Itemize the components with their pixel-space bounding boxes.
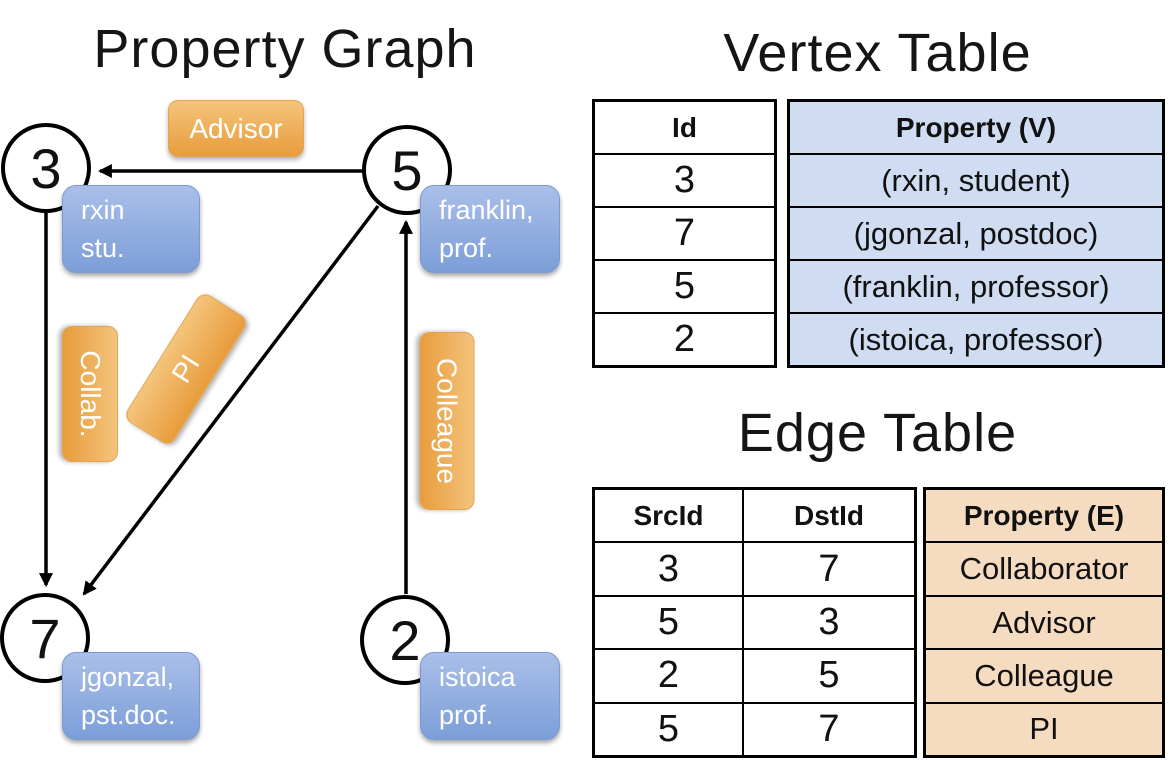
edge-table-cell-srcid: 5 [657,601,680,644]
edge-table-cell-dstid: 3 [742,596,914,649]
edge-arrow-5-to-7 [82,204,380,596]
vertex-table-header-id: Id [672,111,697,143]
edge-table-header-row: SrcId DstId [595,490,914,542]
vertex-table-cell-property: (franklin, professor) [790,259,1162,312]
edge-table-cell-property: Colleague [926,648,1162,701]
vertex-table-cell-id: 7 [595,206,774,259]
vertex-table-property-column: Property (V) (rxin, student) (jgonzal, p… [787,99,1165,368]
vertex-table-cell-property: (rxin, student) [790,153,1162,206]
vertex-property-rxin: rxin stu. [62,185,200,273]
vertex-table-id-column: Id 3 7 5 2 [592,99,777,368]
edge-label-collab: Collab. [62,326,118,462]
vertex-table-cell-id: 3 [595,153,774,206]
edge-table-cell-property: PI [926,701,1162,755]
edge-table-cell-property: Advisor [926,594,1162,648]
vertex-property-line: franklin, [439,195,534,225]
vertex-circle-5: 5 [362,125,452,215]
edge-table-header-dstid: DstId [742,490,914,542]
vertex-table-header-property: Property (V) [895,111,1057,143]
edge-table-row: 5 7 [595,701,914,756]
edge-table-row: 3 7 [595,541,914,595]
vertex-property-line: jgonzal, [81,662,175,692]
edge-table-cell-srcid: 5 [657,707,680,750]
edge-table-cell-property: Collaborator [926,541,1162,594]
vertex-property-istoica: istoica prof. [420,652,560,740]
edge-table-header-srcid: SrcId [633,499,704,531]
edge-table-cell-dstid: 5 [742,650,914,702]
edge-table-cell-srcid: 3 [657,547,680,590]
vertex-property-line: prof. [439,233,494,263]
vertex-table-cell-property: (jgonzal, postdoc) [790,206,1162,259]
vertex-property-line: prof. [439,700,494,730]
property-graph-title: Property Graph [93,19,477,79]
vertex-property-line: stu. [81,233,125,263]
edge-table-header-property: Property (E) [963,499,1125,531]
vertex-property-line: rxin [81,195,125,225]
vertex-table-cell-id: 5 [595,259,774,312]
edge-label-advisor: Advisor [168,100,304,157]
edge-table-row: 5 3 [595,594,914,649]
vertex-table-cell-id: 2 [595,312,774,365]
vertex-property-line: pst.doc. [81,700,176,730]
edge-label-colleague: Colleague [419,332,475,510]
vertex-table-title: Vertex Table [723,23,1032,83]
edge-table-cell-dstid: 7 [742,543,914,595]
edge-table-property-column: Property (E) Collaborator Advisor Collea… [923,487,1165,758]
vertex-property-franklin: franklin, prof. [420,185,560,273]
edge-table-cell-dstid: 7 [742,703,914,756]
edge-table-row: 2 5 [595,648,914,702]
edge-table-id-columns: SrcId DstId 3 7 5 3 2 5 5 7 [592,487,917,758]
vertex-property-jgonzal: jgonzal, pst.doc. [62,652,200,740]
vertex-table-cell-property: (istoica, professor) [790,312,1162,365]
edge-table-title: Edge Table [737,403,1018,463]
vertex-property-line: istoica [439,662,516,692]
edge-table-cell-srcid: 2 [657,654,680,697]
vertex-circle-2: 2 [360,595,450,685]
graph-edges-layer [39,164,413,596]
